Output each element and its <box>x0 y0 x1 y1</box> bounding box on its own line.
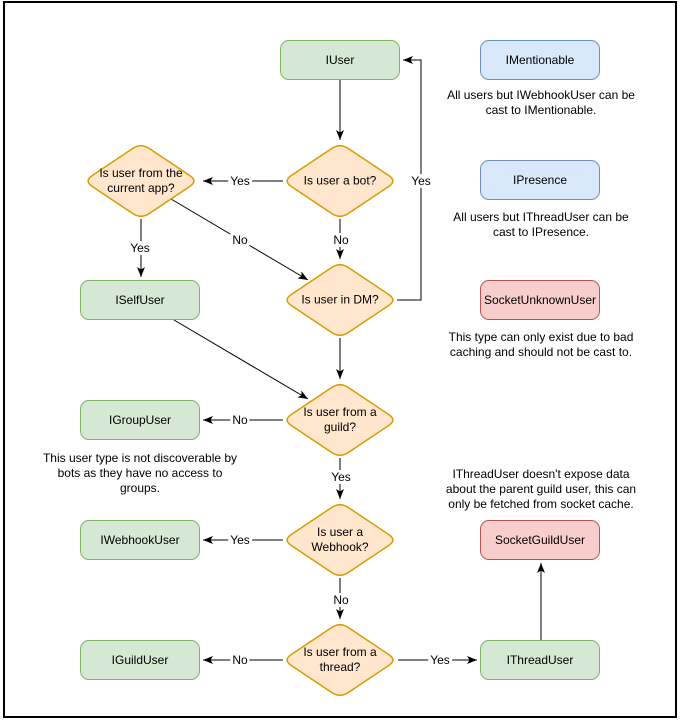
node-socketunknownuser: SocketUnknownUser <box>480 280 600 320</box>
note-ithreaduser: IThreadUser doesn't expose data about th… <box>445 467 637 511</box>
decision-current-app-label: Is user from the current app? <box>99 166 183 195</box>
note-socketunknownuser: This type can only exist due to bad cach… <box>448 330 634 359</box>
decision-guild-label: Is user from a guild? <box>303 405 377 434</box>
edge-label-thread-no: No <box>230 653 250 667</box>
node-iguilduser: IGuildUser <box>80 640 200 680</box>
node-igroupuser: IGroupUser <box>80 400 200 440</box>
edge-label-webhook-yes: Yes <box>228 533 252 547</box>
decision-webhook-label: Is user a Webhook? <box>311 525 369 554</box>
node-ipresence: IPresence <box>480 160 600 200</box>
edge-label-webhook-no: No <box>331 593 351 607</box>
edge-label-guild-yes: Yes <box>329 470 353 484</box>
note-igroupuser: This user type is not discoverable by bo… <box>42 451 238 495</box>
edge-label-currentapp-no: No <box>230 233 250 247</box>
node-imentionable: IMentionable <box>480 40 600 80</box>
node-iselfuser: ISelfUser <box>80 280 200 320</box>
note-imentionable: All users but IWebhookUser can be cast t… <box>447 88 635 117</box>
node-ithreaduser: IThreadUser <box>480 640 600 680</box>
decision-bot-label: Is user a bot? <box>303 173 377 188</box>
edge-label-currentapp-yes: Yes <box>128 241 152 255</box>
decision-dm-label: Is user in DM? <box>301 292 379 307</box>
edge-label-thread-yes: Yes <box>428 653 452 667</box>
node-socketguilduser: SocketGuildUser <box>480 520 600 560</box>
note-ipresence: All users but IThreadUser can be cast to… <box>453 210 629 239</box>
edge-label-dm-yes: Yes <box>409 174 433 188</box>
node-iuser: IUser <box>280 40 400 80</box>
edge-label-bot-yes: Yes <box>228 174 252 188</box>
edge-label-bot-no: No <box>331 233 351 247</box>
decision-thread-label: Is user from a thread? <box>303 645 377 674</box>
node-iwebhookuser: IWebhookUser <box>80 520 200 560</box>
edge-iselfuser-to-guild <box>173 319 309 400</box>
edge-label-guild-no: No <box>230 413 250 427</box>
